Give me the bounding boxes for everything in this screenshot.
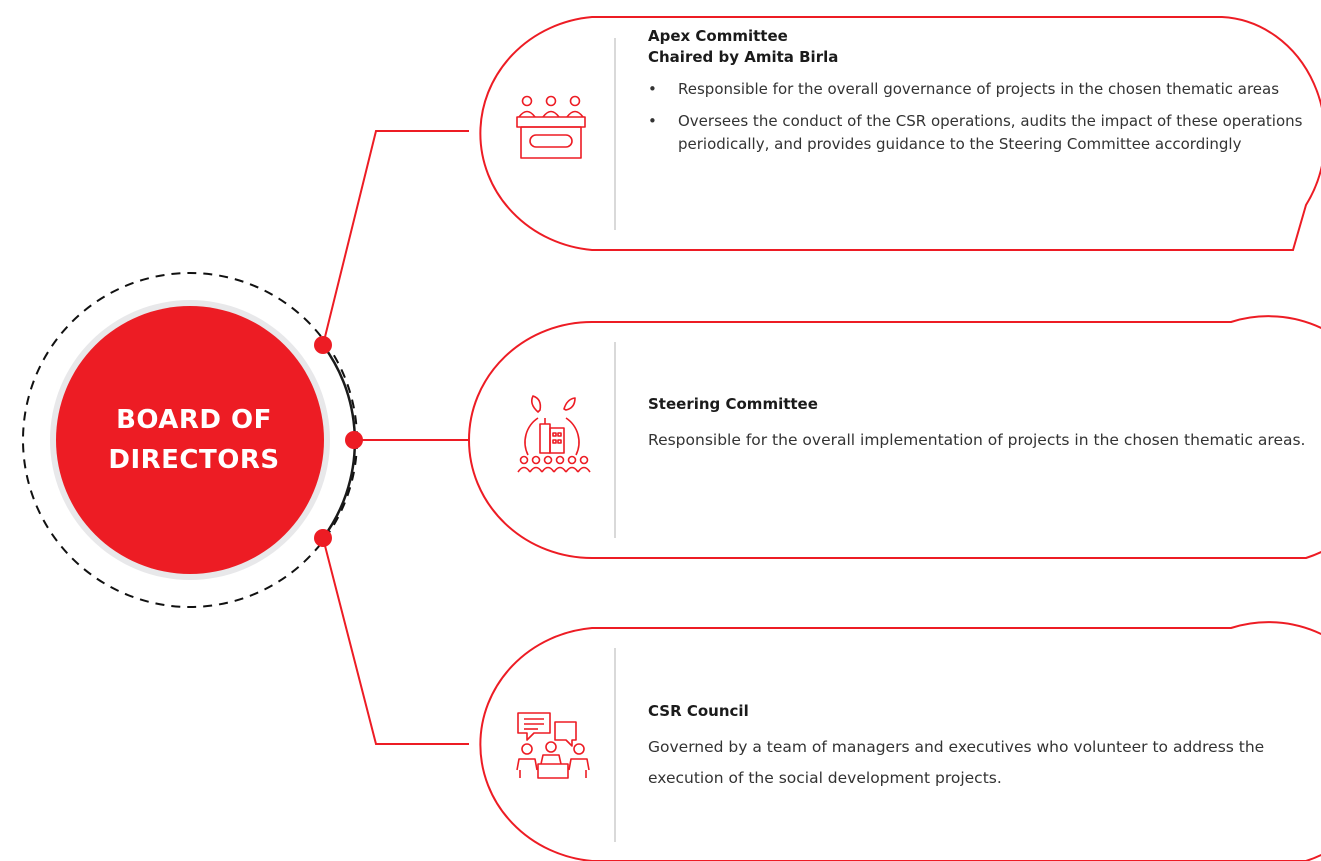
apex-committee-text: Apex Committee Chaired by Amita Birla Re… xyxy=(648,26,1310,165)
apex-committee-bullets: Responsible for the overall governance o… xyxy=(648,78,1310,156)
apex-committee-title: Apex Committee xyxy=(648,27,788,45)
steering-committee-text: Steering Committee Responsible for the o… xyxy=(648,394,1310,456)
board-circle xyxy=(56,306,324,574)
team-discussion-icon xyxy=(516,712,590,779)
csr-council-title: CSR Council xyxy=(648,702,749,720)
apex-connector xyxy=(322,130,469,346)
apex-connector-dot xyxy=(314,336,332,354)
list-item: Oversees the conduct of the CSR operatio… xyxy=(648,110,1310,156)
steering-connector-dot xyxy=(345,431,363,449)
apex-committee-card xyxy=(479,16,1321,251)
council-connector xyxy=(322,537,469,745)
community-globe-icon xyxy=(517,395,591,473)
steering-committee-description: Responsible for the overall implementati… xyxy=(648,431,1306,449)
apex-committee-chair: Chaired by Amita Birla xyxy=(648,48,839,66)
csr-council-text: CSR Council Governed by a team of manage… xyxy=(648,701,1310,794)
list-item: Responsible for the overall governance o… xyxy=(648,78,1310,101)
board-label-line2: DIRECTORS xyxy=(108,445,280,475)
steering-committee-card xyxy=(468,315,1321,559)
steering-committee-title: Steering Committee xyxy=(648,395,818,413)
meeting-panel-icon xyxy=(516,95,586,159)
board-label-line1: BOARD OF xyxy=(116,405,272,435)
council-connector-dot xyxy=(314,529,332,547)
board-label: BOARD OF DIRECTORS xyxy=(58,400,330,480)
csr-council-description: Governed by a team of managers and execu… xyxy=(648,738,1265,787)
